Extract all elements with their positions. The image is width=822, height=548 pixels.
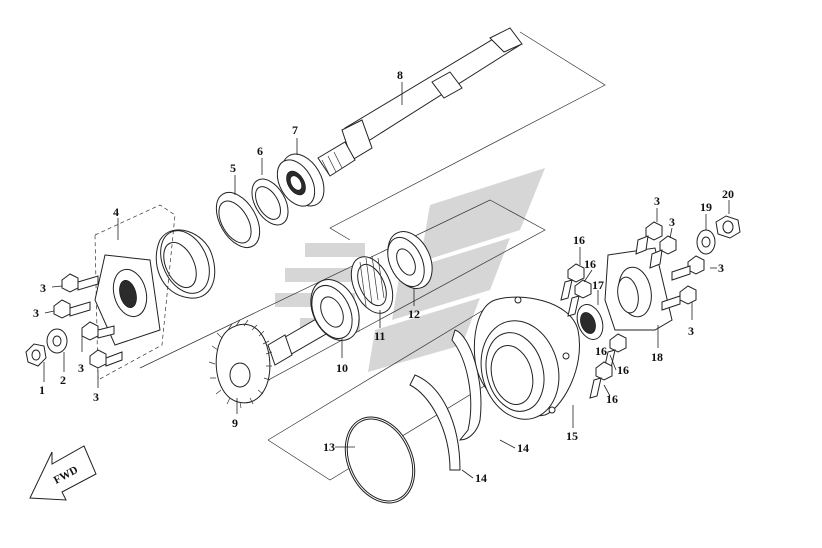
right-bolts (635, 221, 705, 311)
callout-13: 13 (323, 440, 335, 454)
bolt-icon (89, 349, 123, 369)
part-8-shaft (317, 27, 523, 177)
part-2-washer (46, 328, 68, 354)
callout-14: 14 (517, 441, 529, 455)
part-18-flange (604, 247, 673, 331)
part-20-nut (715, 215, 741, 239)
callout-6: 6 (257, 144, 263, 158)
bolt-icon (649, 235, 677, 269)
left-flange-plate (94, 254, 161, 346)
assembly-outlines (139, 31, 606, 481)
left-bolts (53, 273, 123, 369)
part-10-bearing (310, 279, 360, 341)
callout-16: 16 (606, 392, 618, 406)
callout-3: 3 (688, 324, 694, 338)
part-11-needle-cage (350, 255, 394, 314)
callout-8: 8 (397, 68, 403, 82)
callout-16: 16 (584, 257, 596, 271)
part-9-bevel-gear (208, 317, 327, 409)
part-13-o-ring (344, 416, 416, 504)
leader-lines (43, 82, 730, 479)
part-4-seal (155, 229, 216, 299)
callout-labels: 1 2 3 3 3 3 3 3 3 3 4 5 6 7 8 9 10 11 12… (33, 68, 734, 485)
callout-18: 18 (651, 350, 663, 364)
bolt-icon (635, 221, 663, 255)
part-19-washer (696, 229, 716, 255)
callout-20: 20 (722, 187, 734, 201)
part-7-bearing (276, 153, 325, 207)
part-14-shims (409, 329, 482, 471)
callout-2: 2 (60, 373, 66, 387)
part-1-nut (25, 343, 47, 367)
callout-3: 3 (78, 361, 84, 375)
callout-3: 3 (654, 194, 660, 208)
center-bolts (560, 263, 627, 399)
callout-16: 16 (595, 344, 607, 358)
callout-3: 3 (93, 390, 99, 404)
part-12-bearing (387, 231, 433, 289)
callout-3: 3 (718, 261, 724, 275)
callout-16: 16 (617, 363, 629, 377)
callout-3: 3 (33, 306, 39, 320)
callout-3: 3 (669, 215, 675, 229)
callout-9: 9 (232, 416, 238, 430)
callout-19: 19 (700, 200, 712, 214)
bolt-icon (61, 273, 99, 293)
part-17-seal (576, 304, 604, 340)
bolt-icon (661, 285, 697, 311)
callout-5: 5 (230, 161, 236, 175)
callout-1: 1 (39, 383, 45, 397)
callout-15: 15 (566, 429, 578, 443)
callout-12: 12 (408, 307, 420, 321)
callout-3: 3 (40, 281, 46, 295)
part-15-housing (472, 296, 580, 420)
part-5-ring (215, 192, 261, 248)
callout-17: 17 (592, 278, 604, 292)
callout-7: 7 (292, 123, 298, 137)
part-6-cage (251, 178, 289, 226)
bolt-icon (589, 361, 613, 399)
callout-14: 14 (475, 471, 487, 485)
bolt-icon (53, 299, 91, 319)
callout-4: 4 (113, 205, 119, 219)
fwd-arrow-icon: FWD (29, 445, 97, 501)
callout-10: 10 (336, 361, 348, 375)
bolt-icon (567, 279, 592, 317)
bolt-icon (560, 263, 585, 301)
bolt-icon (671, 255, 705, 281)
callout-16: 16 (573, 233, 585, 247)
callout-11: 11 (374, 329, 385, 343)
